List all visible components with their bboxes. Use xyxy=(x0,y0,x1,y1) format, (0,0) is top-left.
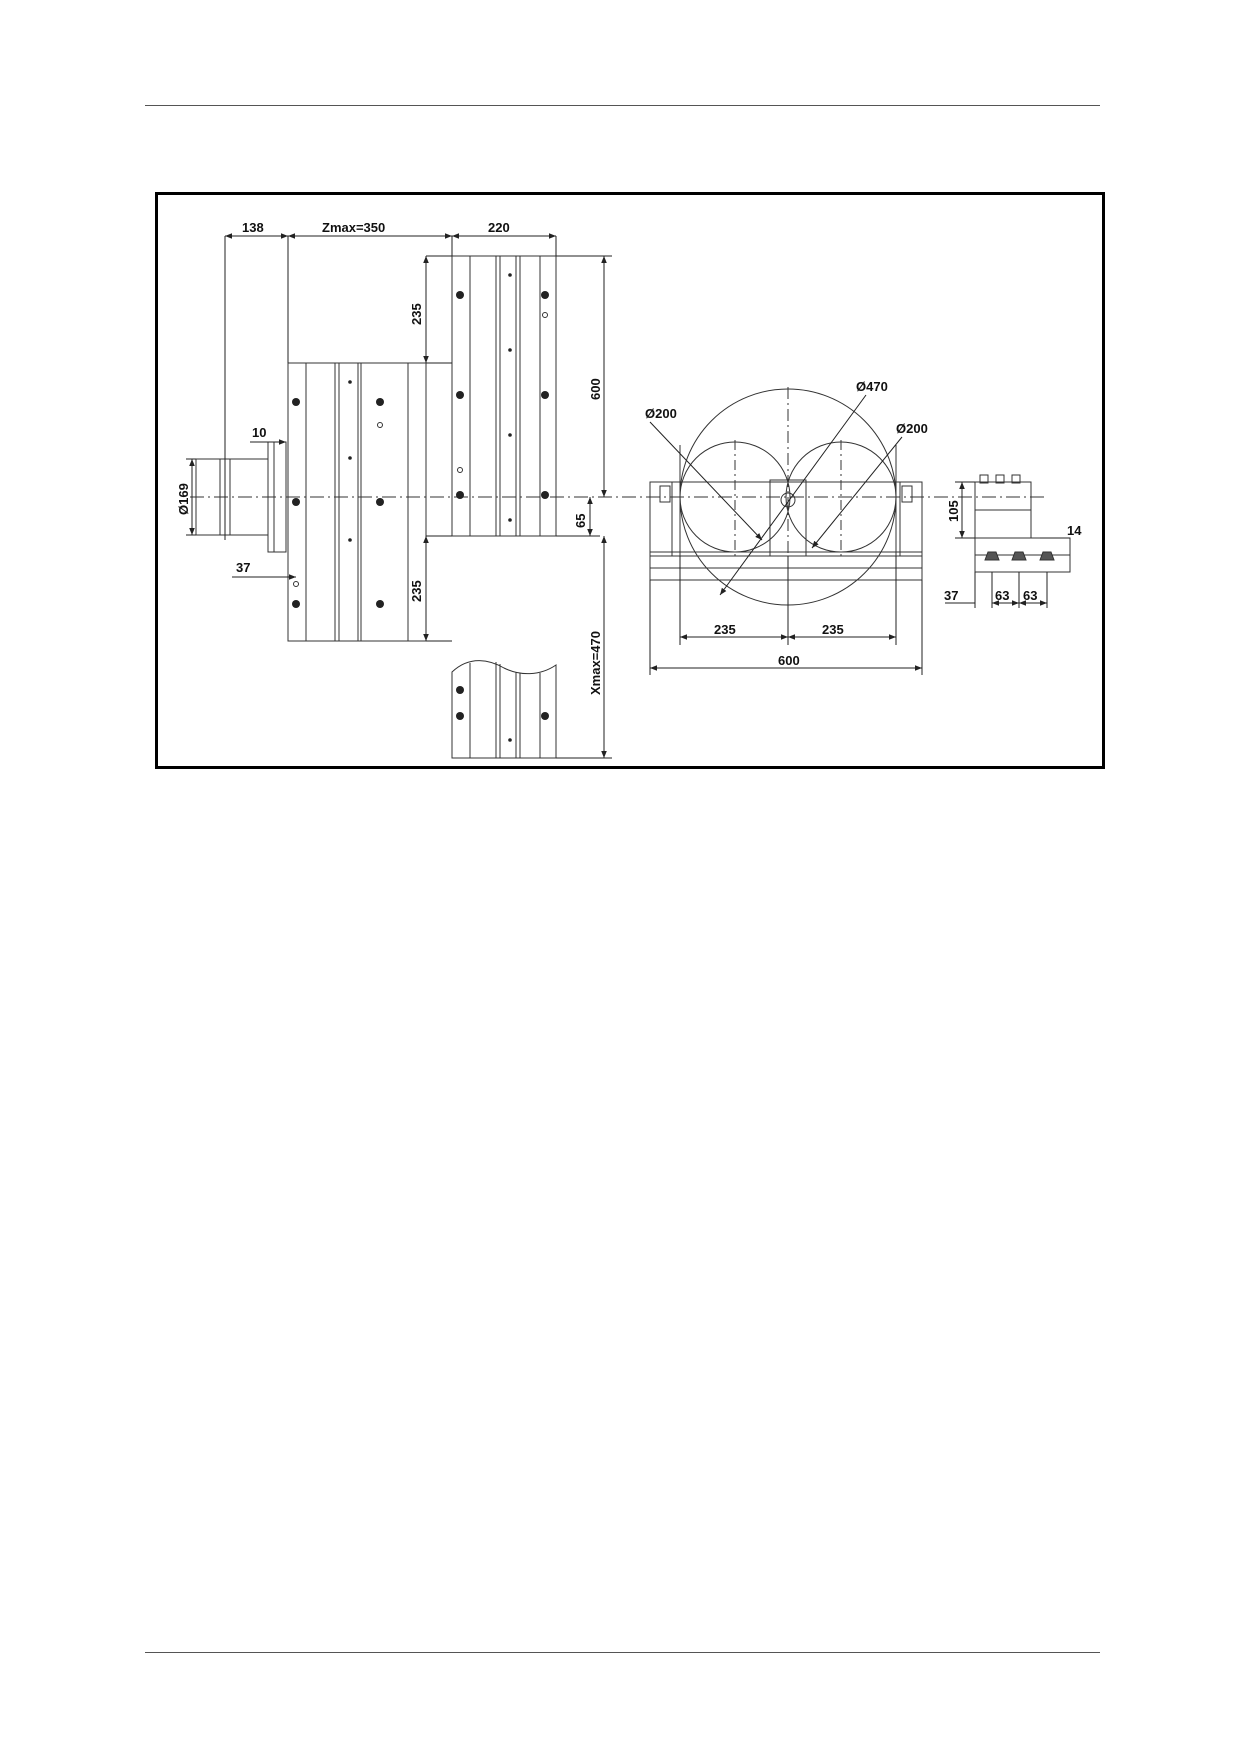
z-rail-bolts xyxy=(292,380,384,608)
dim-220: 220 xyxy=(488,220,510,235)
technical-drawing: 138 Zmax=350 220 235 600 10 Ø169 37 65 2… xyxy=(176,220,1082,759)
dim-14: 14 xyxy=(1067,523,1082,538)
dim-63-a: 63 xyxy=(995,588,1009,603)
spindle-chuck xyxy=(195,441,287,553)
dim-600-vertical: 600 xyxy=(588,378,603,400)
footer-rule xyxy=(145,1652,1100,1653)
x-axis-rail-lower xyxy=(451,660,557,759)
dim-37-left: 37 xyxy=(236,560,250,575)
x-axis-rail xyxy=(451,255,557,537)
header-rule xyxy=(145,105,1100,106)
dim-xmax: Xmax=470 xyxy=(588,631,603,695)
technical-drawing-frame: 138 Zmax=350 220 235 600 10 Ø169 37 65 2… xyxy=(155,192,1105,769)
dim-10: 10 xyxy=(252,425,266,440)
dim-65: 65 xyxy=(573,514,588,528)
workpiece-side-view xyxy=(974,474,1071,573)
dim-37-right: 37 xyxy=(944,588,958,603)
dim-138: 138 xyxy=(242,220,264,235)
workpiece-front-view xyxy=(649,387,923,615)
dim-phi-169: Ø169 xyxy=(176,483,191,515)
dim-235-b: 235 xyxy=(822,622,844,637)
dim-phi-200-right: Ø200 xyxy=(896,421,928,436)
x-rail-bolts xyxy=(456,273,549,522)
dim-phi-200-left: Ø200 xyxy=(645,406,677,421)
dim-phi-470: Ø470 xyxy=(856,379,888,394)
dim-63-b: 63 xyxy=(1023,588,1037,603)
z-axis-rail xyxy=(287,362,427,642)
dim-zmax: Zmax=350 xyxy=(322,220,385,235)
dim-105: 105 xyxy=(946,500,961,522)
dim-600-horizontal: 600 xyxy=(778,653,800,668)
dim-235-bottom: 235 xyxy=(409,580,424,602)
dim-235-a: 235 xyxy=(714,622,736,637)
dim-235-top: 235 xyxy=(409,303,424,325)
